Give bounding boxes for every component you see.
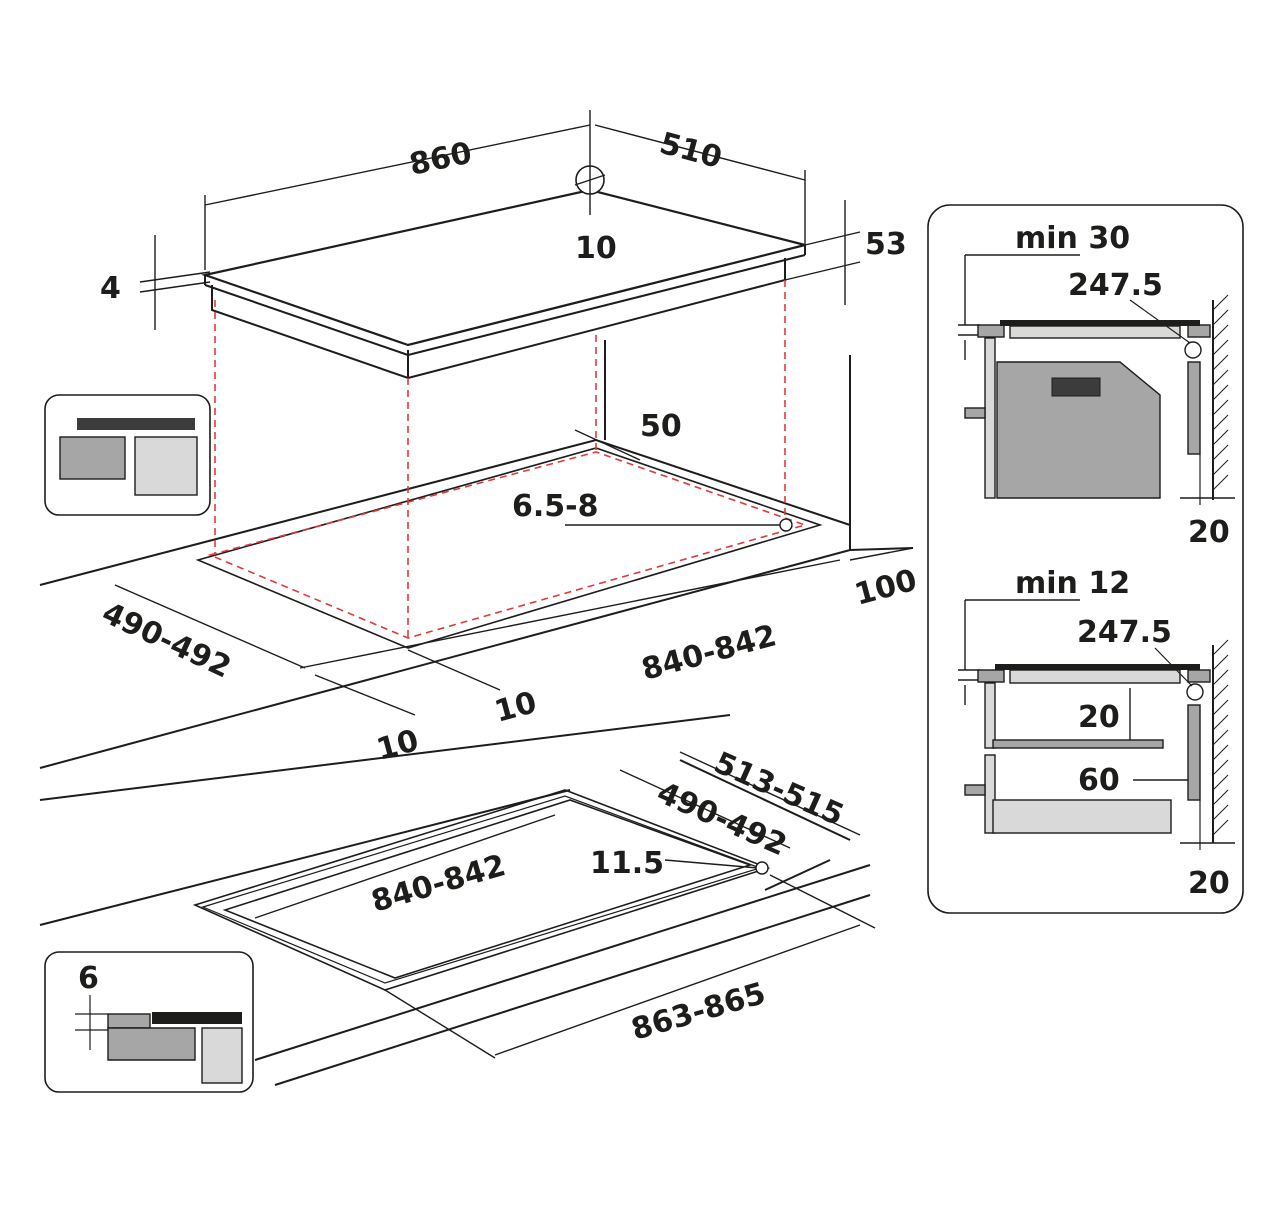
label-drawer-min: min 12 <box>1015 566 1130 601</box>
hob-top-surface <box>200 188 806 347</box>
seal-marker-icon <box>779 518 793 532</box>
label-flush-step: 6 <box>78 961 99 996</box>
label-seal-width: 6.5-8 <box>512 489 598 524</box>
label-drawer-offset: 247.5 <box>1077 615 1172 650</box>
label-flush-outer-width: 863-865 <box>628 976 770 1048</box>
label-hob-width: 860 <box>406 136 475 183</box>
label-front-clearance-a: 10 <box>373 723 422 768</box>
label-cutout-depth: 490-492 <box>97 596 237 686</box>
label-oven-offset: 247.5 <box>1068 268 1163 303</box>
label-flush-rebate: 11.5 <box>590 846 664 881</box>
label-flush-inner-width: 840-842 <box>368 848 510 920</box>
hob-3d-view <box>39 110 914 801</box>
drawer-section <box>958 599 1235 850</box>
label-front-clearance-b: 10 <box>491 685 540 730</box>
inset-flush-mount <box>44 951 254 1093</box>
label-cutout-width: 840-842 <box>638 618 780 687</box>
flush-mount-view <box>39 751 876 1086</box>
label-oven-wall-gap: 20 <box>1188 515 1230 550</box>
label-drawer-rear-gap: 60 <box>1078 763 1120 798</box>
label-hob-height: 53 <box>865 227 907 262</box>
inset-standard-mount <box>44 394 211 516</box>
label-rear-clearance: 50 <box>640 409 682 444</box>
wall-hatch-upper <box>1212 294 1229 491</box>
label-drawer-shelf-gap: 20 <box>1078 700 1120 735</box>
label-edge-thickness: 4 <box>100 271 121 306</box>
label-drawer-wall-gap: 20 <box>1188 866 1230 901</box>
label-hob-depth: 510 <box>656 126 726 176</box>
rebate-marker-icon <box>755 861 769 875</box>
label-connection-distance: 10 <box>575 231 617 266</box>
label-wall-distance: 100 <box>851 563 921 613</box>
oven-section <box>958 254 1235 505</box>
label-oven-min: min 30 <box>1015 221 1130 256</box>
wall-hatch-lower <box>1212 639 1229 836</box>
section-details-panel <box>927 204 1244 914</box>
